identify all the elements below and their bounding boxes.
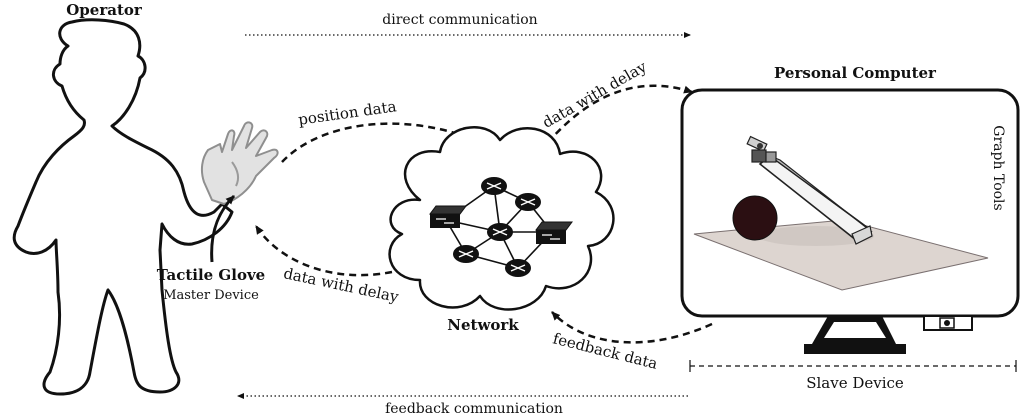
network-cloud: Network [388, 125, 615, 334]
router-icon [481, 177, 507, 195]
feedback-data-label: feedback data [551, 329, 659, 372]
network-label: Network [447, 316, 519, 334]
switch-icon [429, 205, 467, 228]
direct-communication-label: direct communication [382, 12, 537, 28]
router-icon [453, 245, 479, 263]
glove-pointer-arrow [210, 194, 236, 263]
robot-arm-icon [746, 135, 873, 245]
operator-figure: Operator [12, 1, 234, 396]
operator-label: Operator [66, 1, 143, 19]
switch-icon [535, 221, 573, 244]
position-data-arrow [281, 122, 471, 163]
tactile-glove-icon [200, 121, 279, 205]
router-icon [515, 193, 541, 211]
master-device-label: Master Device [163, 288, 259, 303]
data-with-delay-top-arrow [539, 84, 693, 153]
data-with-delay-bottom-label: data with delay [282, 264, 401, 306]
sphere-object [732, 195, 778, 241]
tactile-glove-label: Tactile Glove [157, 266, 265, 284]
personal-computer-monitor: Personal Computer Graph Tools [680, 64, 1020, 354]
data-with-delay-top-label: data with delay [539, 57, 650, 131]
feedback-communication-label: feedback communication [385, 401, 563, 416]
router-icon [505, 259, 531, 277]
graph-tools-label: Graph Tools [990, 125, 1006, 210]
virtual-scene [693, 135, 989, 291]
personal-computer-label: Personal Computer [774, 64, 937, 82]
data-with-delay-bottom-arrow [254, 225, 393, 277]
router-icon [487, 223, 513, 241]
slave-device-span: Slave Device [689, 360, 1017, 392]
slave-device-label: Slave Device [806, 374, 904, 392]
